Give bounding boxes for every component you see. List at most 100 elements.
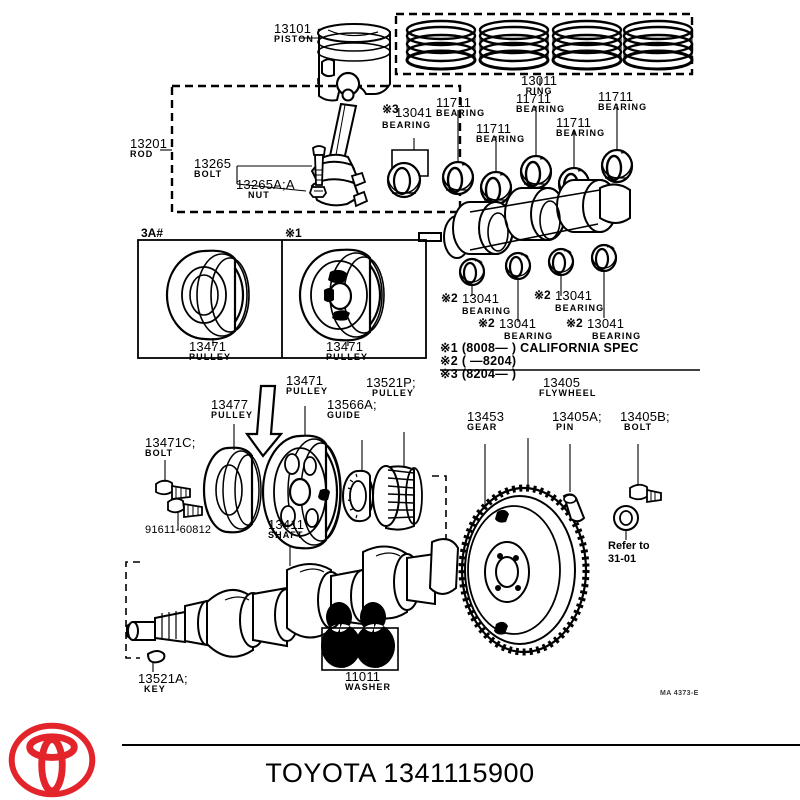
label-rod-nut: 13265A;A NUT bbox=[236, 178, 295, 200]
part-number: 13566A; bbox=[327, 397, 377, 412]
spec-mark: ※2 bbox=[478, 316, 495, 330]
part-number: 13041 bbox=[499, 316, 537, 331]
part-caption: BEARING bbox=[504, 331, 554, 341]
label-pulley-box-left: 13471 PULLEY bbox=[189, 340, 231, 362]
label-washer: 11011 WASHER bbox=[345, 670, 391, 692]
footer-bar: TOYOTA 1341115900 bbox=[0, 718, 800, 800]
washer-drawing bbox=[321, 602, 399, 671]
part-caption: FLYWHEEL bbox=[539, 388, 597, 398]
label-main-bearing-1: 11711 BEARING bbox=[436, 96, 485, 118]
part-number: 11711 bbox=[556, 115, 592, 130]
part-number: 11711 bbox=[476, 121, 512, 136]
label-crank-bearing-3: ※2 13041 BEARING bbox=[534, 288, 604, 313]
part-caption: NUT bbox=[248, 190, 270, 200]
pulley-13477-drawing bbox=[202, 424, 262, 534]
brand-part-number: TOYOTA 1341115900 bbox=[265, 758, 535, 788]
spec-mark: ※2 bbox=[534, 288, 551, 302]
key-drawing bbox=[146, 650, 166, 672]
part-number: 13405A; bbox=[552, 409, 602, 424]
pulley-box-label-right: ※1 bbox=[285, 226, 302, 240]
note-text: (8204— ) bbox=[461, 367, 517, 381]
toyota-logo bbox=[8, 722, 96, 798]
label-ring-gear: 13453 GEAR bbox=[467, 410, 504, 432]
part-caption: BEARING bbox=[382, 120, 432, 130]
part-number: 13101 bbox=[274, 21, 312, 36]
part-number: 13471 bbox=[189, 339, 227, 354]
label-crank-bearing-2: ※2 13041 BEARING bbox=[478, 316, 553, 341]
flywheel-drawing bbox=[458, 438, 590, 656]
label-main-bearing-2: 11711 BEARING bbox=[476, 122, 525, 144]
part-caption: PULLEY bbox=[211, 410, 254, 420]
part-number: 11011 bbox=[345, 669, 381, 684]
part-number: 13471C; bbox=[145, 435, 196, 450]
pulley-13521p-drawing bbox=[372, 432, 423, 531]
part-caption: RING bbox=[525, 86, 553, 96]
label-pulley-13471: 13471 PULLEY bbox=[286, 374, 328, 396]
label-pulley-bolt: 13471C; BOLT bbox=[145, 436, 196, 458]
part-number: 13477 bbox=[211, 397, 249, 412]
part-caption: PULLEY bbox=[189, 352, 232, 362]
flywheel-pin-drawing bbox=[562, 444, 586, 523]
spec-mark: ※2 bbox=[441, 291, 458, 305]
label-guide: 13566A; GUIDE bbox=[327, 398, 377, 420]
flywheel-bolt-drawing bbox=[613, 444, 662, 540]
part-caption: BEARING bbox=[462, 306, 512, 316]
label-flywheel-bolt: 13405B; BOLT bbox=[620, 410, 670, 432]
label-flywheel: 13405 FLYWHEEL bbox=[539, 375, 596, 398]
part-caption: ROD bbox=[130, 149, 154, 159]
label-key: 13521A; KEY bbox=[138, 672, 188, 694]
part-number: 13041 bbox=[555, 288, 593, 303]
part-caption: GUIDE bbox=[327, 410, 362, 420]
pointer-arrow bbox=[244, 384, 284, 458]
label-rod-bolt: 13265 BOLT bbox=[194, 157, 231, 179]
note-text: ( —8204) bbox=[461, 354, 517, 368]
label-rod: 13201 ROD bbox=[130, 137, 167, 159]
label-main-bearing-5: 11711 BEARING bbox=[598, 90, 647, 112]
label-shaft: 13411 SHAFT bbox=[268, 518, 304, 540]
main-bearing-leaders bbox=[457, 104, 618, 172]
crank-bearing-leaders bbox=[471, 271, 605, 322]
rod-nut-drawing bbox=[308, 186, 328, 198]
spec-mark: ※2 bbox=[566, 316, 583, 330]
part-caption: BEARING bbox=[476, 134, 526, 144]
part-caption: BEARING bbox=[556, 128, 606, 138]
label-pulley-13477: 13477 PULLEY bbox=[211, 398, 253, 420]
part-number: 11711 bbox=[436, 95, 472, 110]
part-number: 13521P; bbox=[366, 375, 416, 390]
rod-bearing-drawing bbox=[386, 149, 429, 199]
part-number: 13265 bbox=[194, 156, 232, 171]
part-number: 13041 bbox=[395, 105, 433, 120]
pulley-bolt-drawing bbox=[155, 460, 203, 530]
part-caption: PIN bbox=[556, 422, 575, 432]
label-bolt-code: 91611-60812 bbox=[145, 525, 211, 536]
connecting-rod-drawing bbox=[310, 71, 369, 208]
label-flywheel-pin: 13405A; PIN bbox=[552, 410, 602, 432]
pulley-3a-drawing bbox=[165, 249, 250, 346]
note-mark: ※1 bbox=[440, 341, 459, 355]
note-1: ※1 (8008— ) CALIFORNIA SPEC bbox=[440, 340, 639, 355]
part-number: 11711 bbox=[516, 91, 552, 106]
label-rod-bearing: ※3 13041 BEARING bbox=[382, 102, 433, 130]
part-caption: WASHER bbox=[345, 682, 392, 692]
exploded-parts-illustration bbox=[125, 12, 700, 672]
label-main-bearing-3: 11711 BEARING bbox=[516, 92, 565, 114]
part-caption: KEY bbox=[144, 684, 166, 694]
label-main-bearing-4: 11711 BEARING bbox=[556, 116, 605, 138]
pulley-13471-main-drawing bbox=[244, 384, 342, 550]
part-caption: BEARING bbox=[598, 102, 648, 112]
part-number: 13405 bbox=[543, 375, 581, 390]
spec-mark: ※3 bbox=[382, 102, 399, 116]
part-caption: BEARING bbox=[592, 331, 642, 341]
part-caption: BOLT bbox=[145, 448, 174, 458]
label-crank-bearing-1: ※2 13041 BEARING bbox=[441, 291, 511, 316]
part-number: 13411 bbox=[268, 517, 305, 532]
part-caption: BEARING bbox=[555, 303, 605, 313]
part-caption: PISTON bbox=[274, 34, 314, 44]
part-caption: PULLEY bbox=[286, 386, 329, 396]
label-piston: 13101 PISTON bbox=[274, 22, 314, 44]
crankshaft-bracket bbox=[125, 561, 140, 659]
label-crank-bearing-4: ※2 13041 BEARING bbox=[566, 316, 641, 341]
rod-bolt-drawing bbox=[312, 145, 326, 186]
note-text: (8008— ) CALIFORNIA SPEC bbox=[461, 341, 639, 355]
refer-to-note: Refer to 31-01 bbox=[608, 540, 650, 565]
